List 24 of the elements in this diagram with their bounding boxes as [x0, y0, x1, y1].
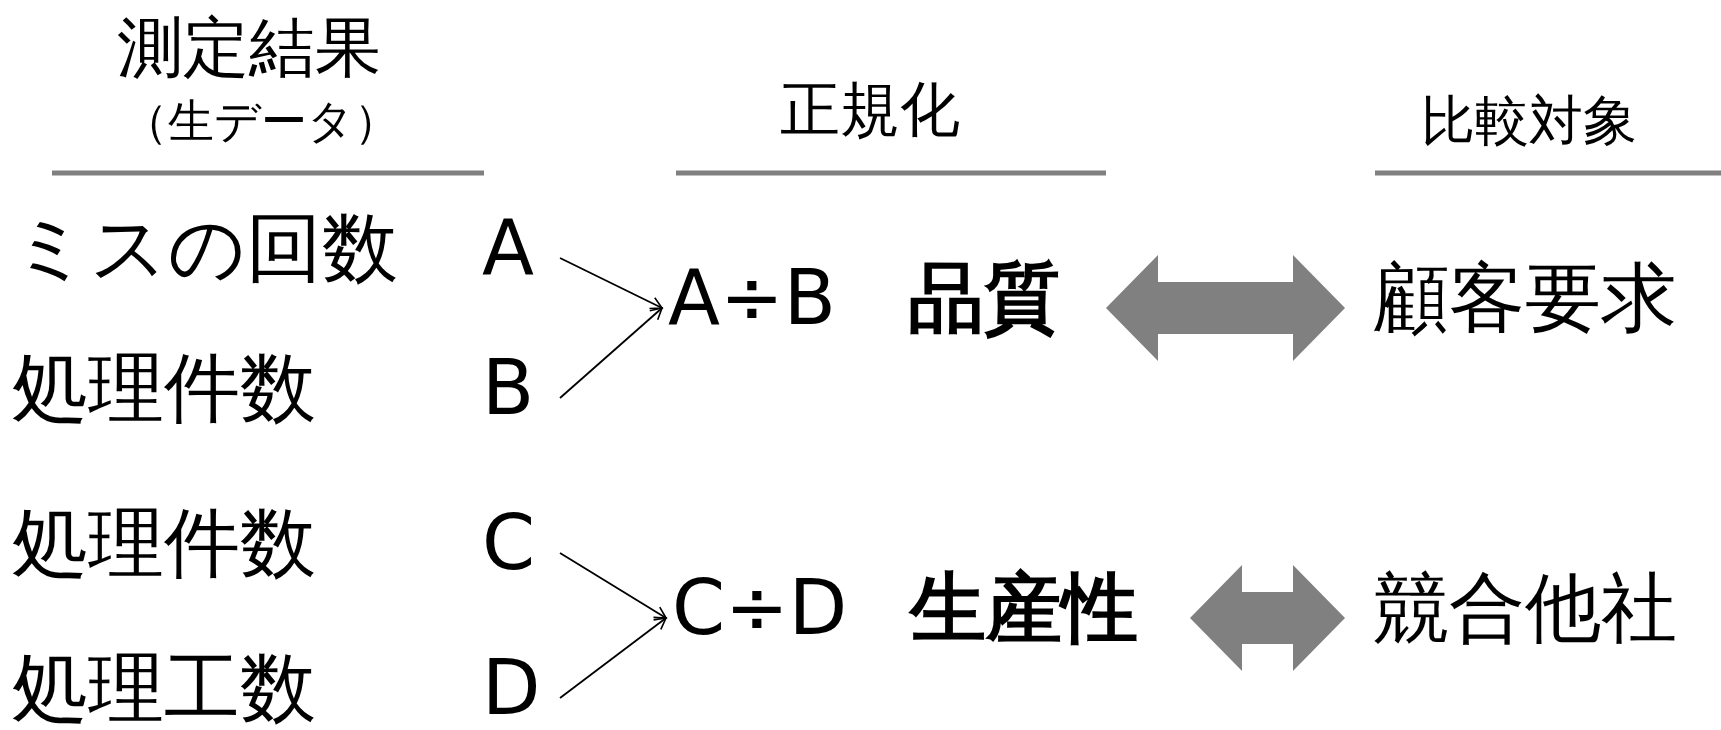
item-label: 処理件数 [12, 500, 316, 586]
item-label: 処理件数 [12, 345, 316, 431]
double-arrow [1106, 255, 1345, 361]
header-text: 比較対象 [1421, 90, 1637, 153]
arrow [559, 257, 663, 310]
item-label: ミスの回数 [12, 205, 398, 291]
variable-letter: B [482, 345, 535, 431]
arrow [559, 307, 663, 399]
double-arrow [1190, 565, 1345, 671]
header-note: （生データ） [122, 95, 400, 148]
formula-text: C÷D [672, 565, 848, 651]
variable-letter: D [482, 645, 541, 730]
comparison-target: 競合他社 [1373, 565, 1677, 651]
metric-label: 生産性 [910, 565, 1138, 651]
comparison-target: 顧客要求 [1373, 255, 1677, 341]
header-text: 測定結果 [117, 10, 381, 86]
arrow [559, 617, 667, 699]
variable-letter: C [482, 500, 536, 586]
header-text: 正規化 [780, 75, 960, 144]
formula-text: A÷B [668, 255, 836, 341]
variable-letter: A [482, 205, 534, 291]
metric-label: 品質 [908, 255, 1060, 341]
arrow [559, 552, 667, 619]
item-label: 処理工数 [12, 645, 316, 730]
